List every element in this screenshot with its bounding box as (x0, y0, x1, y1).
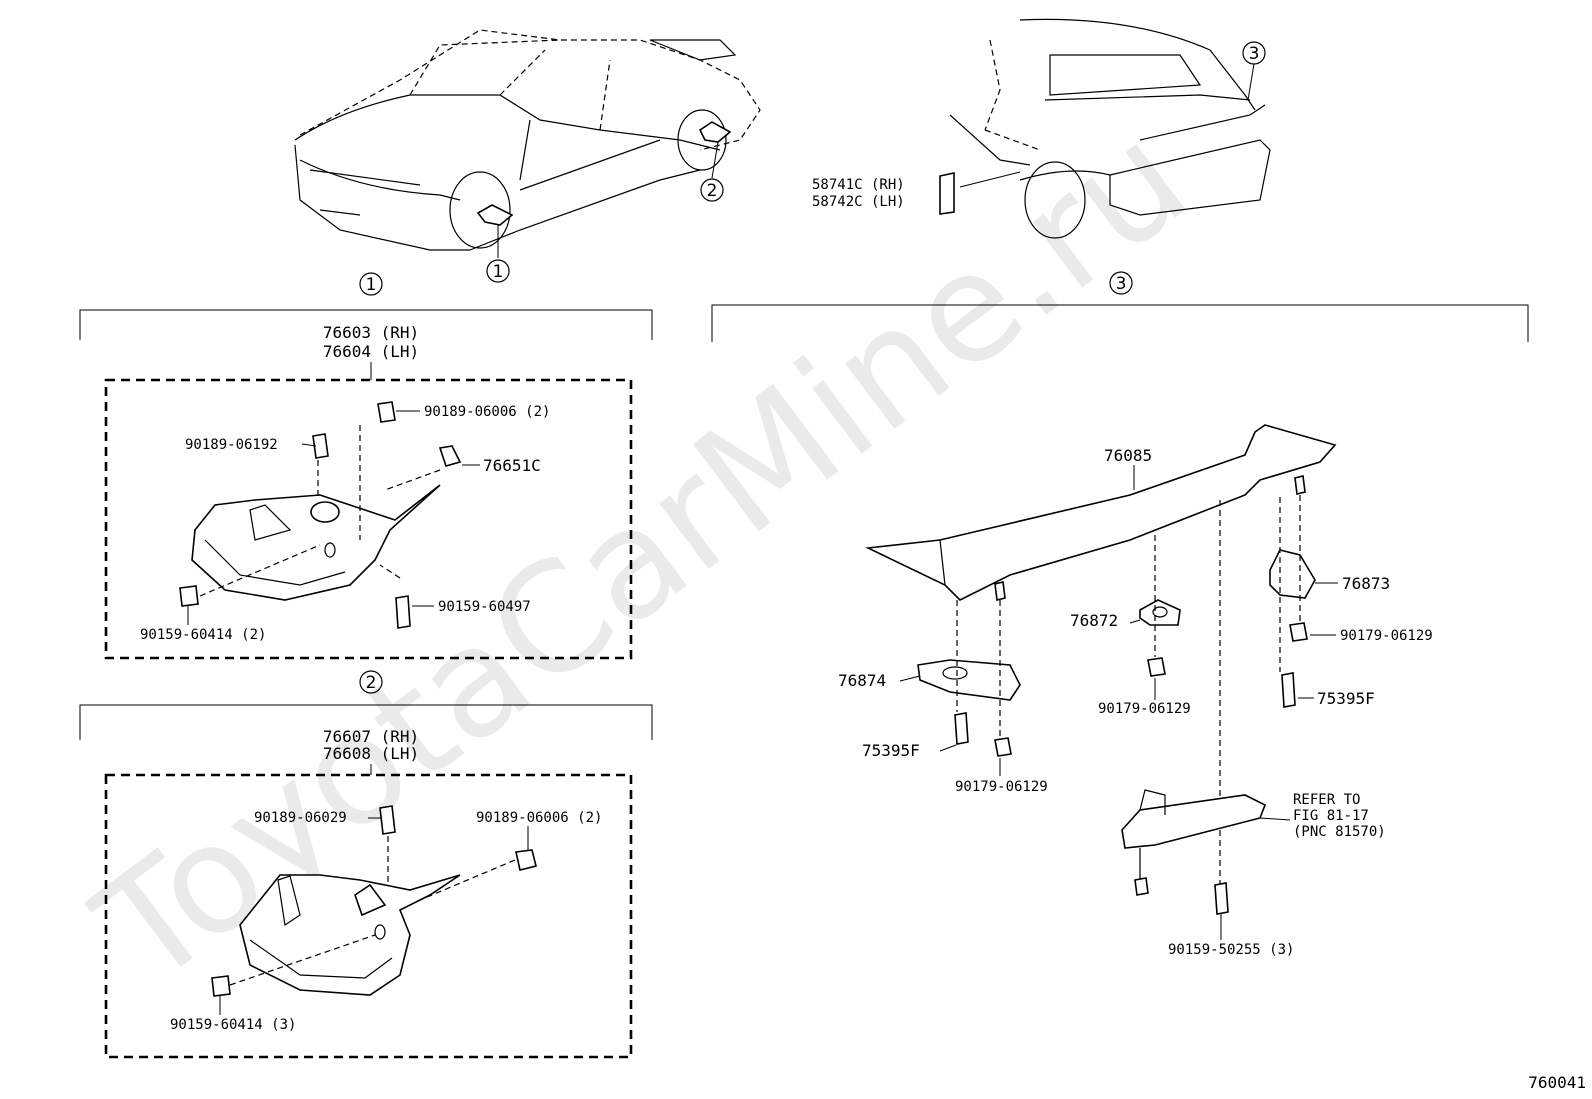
label-bracket-c: 76872 (1070, 611, 1118, 630)
callout-3-spoiler: 3 (1242, 41, 1266, 65)
section-2-frame (104, 773, 633, 1059)
rear-mud-guard (211, 805, 537, 997)
label-s2-screw: 90159-60414 (3) (170, 1017, 296, 1033)
label-s1-nut: 76651C (483, 456, 541, 475)
figure-number: 760041 (1528, 1073, 1586, 1092)
label-nut-c: 90179-06129 (1098, 701, 1191, 717)
label-s1-screw-b: 90159-60414 (2) (140, 627, 266, 643)
callout-1-front-wheel: 1 (486, 259, 510, 283)
label-s1-clip-a: 90189-06192 (185, 437, 278, 453)
label-bracket-l: 76874 (838, 671, 886, 690)
rear-car-illustration (939, 18, 1271, 239)
label-spoiler: 76085 (1104, 446, 1152, 465)
callout-number: 1 (493, 262, 504, 282)
label-emblem-rh: 58741C (RH) (812, 177, 905, 193)
label-stud-r: 75395F (1317, 689, 1375, 708)
rear-spoiler (865, 424, 1337, 915)
section-number: 3 (1116, 274, 1127, 294)
callout-number: 2 (707, 181, 718, 201)
section-2-header: 2 (79, 670, 653, 740)
label-s1-screw-a: 90159-60497 (438, 599, 531, 615)
label-nut-r: 90179-06129 (1340, 628, 1433, 644)
label-s2-rh: 76607 (RH) (323, 727, 419, 746)
label-nut-l: 90179-06129 (955, 779, 1048, 795)
label-emblem-lh: 58742C (LH) (812, 194, 905, 210)
label-s2-clip-a: 90189-06029 (254, 810, 347, 826)
label-s1-rh: 76603 (RH) (323, 323, 419, 342)
section-1-frame (104, 378, 633, 660)
label-refer-3: (PNC 81570) (1293, 824, 1386, 840)
label-refer-1: REFER TO (1293, 792, 1360, 808)
label-refer-2: FIG 81-17 (1293, 808, 1369, 824)
label-screw-lamp: 90159-50255 (3) (1168, 942, 1294, 958)
section-number: 1 (366, 275, 377, 295)
label-s2-clip-b: 90189-06006 (2) (476, 810, 602, 826)
callout-2-rear-wheel: 2 (700, 178, 724, 202)
label-bracket-r: 76873 (1342, 574, 1390, 593)
section-1-header: 1 (79, 272, 653, 340)
front-car-illustration (294, 29, 761, 258)
label-s2-lh: 76608 (LH) (323, 744, 419, 763)
front-mud-guard (179, 401, 462, 629)
section-number: 2 (366, 673, 377, 693)
callout-number: 3 (1249, 44, 1260, 64)
label-stud-l: 75395F (862, 741, 920, 760)
label-s1-lh: 76604 (LH) (323, 342, 419, 361)
label-s1-clip-b: 90189-06006 (2) (424, 404, 550, 420)
section-3-header: 3 (711, 271, 1529, 342)
